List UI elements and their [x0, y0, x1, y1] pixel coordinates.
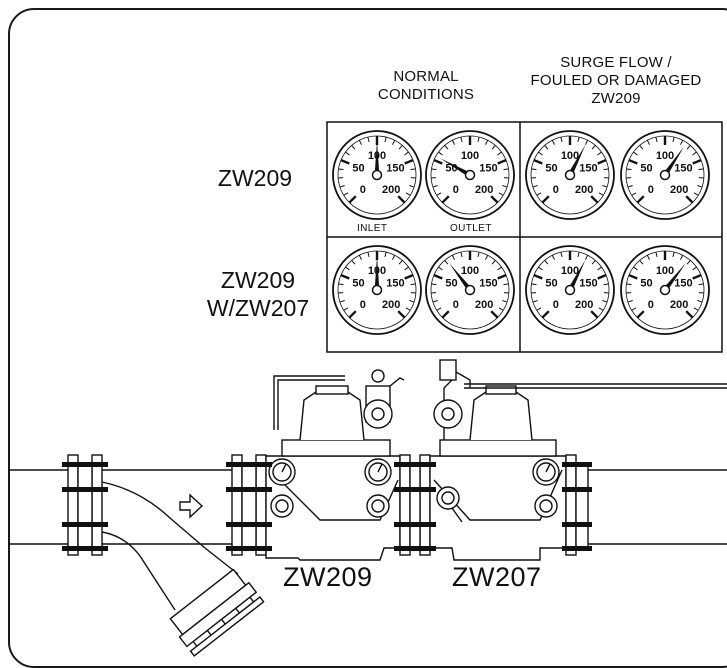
valve-label-zw207: ZW207	[452, 562, 542, 593]
flow-arrow-icon	[180, 495, 202, 517]
pressure-gauge-icon	[533, 459, 559, 485]
pressure-gauge-icon	[269, 459, 295, 485]
pressure-gauge-icon	[365, 459, 391, 485]
outlet-flange	[566, 455, 588, 555]
valve-body-zw207	[400, 360, 727, 560]
valve-label-zw209: ZW209	[283, 562, 373, 593]
